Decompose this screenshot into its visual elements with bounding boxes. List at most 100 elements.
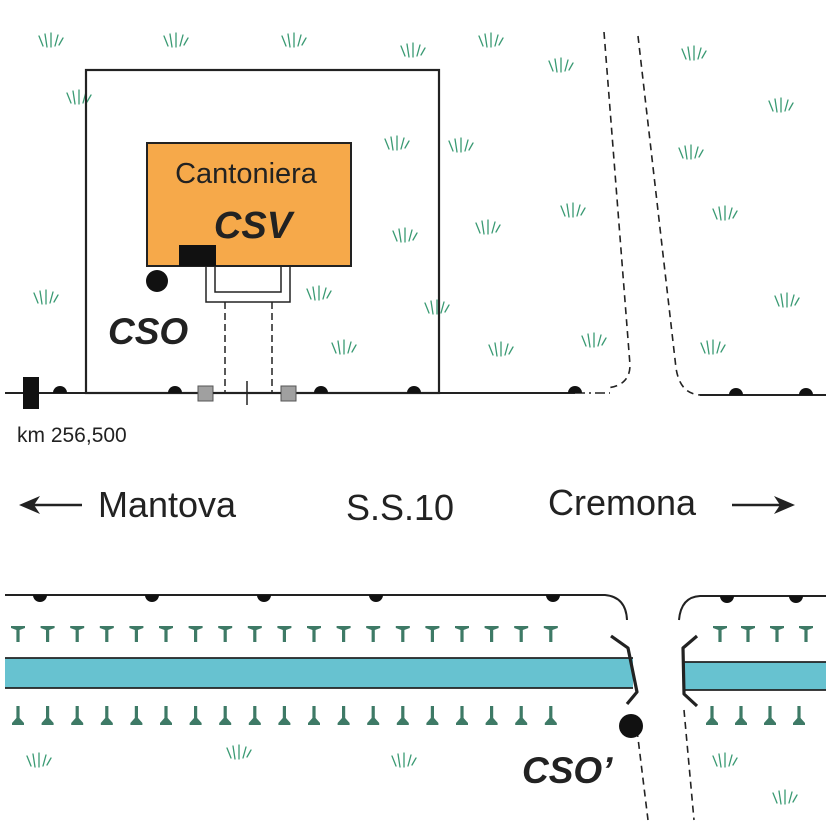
km-marker-label: km 256,500 bbox=[17, 424, 127, 447]
tree-icon bbox=[40, 626, 55, 642]
tree-icon bbox=[544, 706, 557, 725]
meter-box bbox=[179, 245, 216, 266]
grass-tuft-icon bbox=[548, 57, 574, 73]
building-name-label: Cantoniera bbox=[175, 158, 318, 190]
tree-icon bbox=[741, 626, 755, 642]
tree-icon bbox=[426, 706, 439, 725]
fence-post-icon bbox=[369, 595, 383, 602]
tree-icon bbox=[308, 706, 320, 725]
tree-icon bbox=[100, 706, 113, 725]
grass-tuft-icon bbox=[681, 45, 707, 61]
tree-icon bbox=[129, 626, 144, 642]
fence-post-icon bbox=[53, 386, 67, 393]
cso-marker bbox=[146, 270, 168, 292]
tree-icon bbox=[130, 706, 143, 725]
fence-post-icon bbox=[568, 386, 582, 393]
tree-icon bbox=[367, 706, 380, 725]
gate bbox=[197, 381, 297, 405]
tree-icon bbox=[278, 706, 291, 725]
grass-tuft-icon bbox=[392, 227, 418, 243]
grass-tuft-icon bbox=[581, 332, 607, 348]
canal bbox=[5, 657, 826, 691]
cso-prime-label: CSO’ bbox=[522, 750, 613, 791]
grass-tuft-icon bbox=[306, 285, 332, 301]
tree-icon bbox=[425, 626, 440, 642]
tree-icon bbox=[764, 706, 776, 725]
tree-icon bbox=[219, 706, 232, 725]
fence-post-icon bbox=[546, 595, 560, 602]
tree-icon bbox=[514, 626, 529, 642]
tree-icon bbox=[218, 626, 233, 642]
tree-icon bbox=[543, 626, 558, 642]
fence-post-icon bbox=[145, 595, 159, 602]
driveway bbox=[224, 302, 273, 393]
tree-icon bbox=[41, 706, 54, 725]
grass-tuft-icon bbox=[488, 341, 514, 357]
fence-post-icon bbox=[720, 596, 734, 603]
tree-icon bbox=[515, 706, 528, 725]
grass-tuft-icon bbox=[66, 89, 92, 105]
grass-tuft-icon bbox=[768, 97, 794, 113]
tree-icon bbox=[770, 626, 784, 642]
grass-tuft-icon bbox=[448, 137, 474, 153]
fence-post-icon bbox=[789, 596, 803, 603]
grass-tuft-icon bbox=[281, 32, 307, 48]
grass-tuft-icon bbox=[26, 752, 52, 768]
culvert bbox=[610, 634, 699, 708]
tree-icon bbox=[277, 626, 292, 642]
tree-icon bbox=[395, 626, 410, 642]
tree-icon bbox=[485, 706, 498, 725]
fence-post-icon bbox=[799, 388, 813, 395]
tree-icon bbox=[99, 626, 114, 642]
tree-icon bbox=[247, 626, 262, 642]
fence-post-icon bbox=[314, 386, 328, 393]
grass-tuft-icon bbox=[226, 744, 252, 760]
grass-tuft-icon bbox=[700, 339, 726, 355]
tree-icon bbox=[396, 706, 409, 725]
grass-tuft-icon bbox=[331, 339, 357, 355]
fence-post-icon bbox=[257, 595, 271, 602]
cso-label: CSO bbox=[108, 311, 188, 352]
grass-tuft-icon bbox=[678, 144, 704, 160]
road-edge-south bbox=[5, 594, 826, 621]
fence-posts-south bbox=[33, 595, 803, 603]
tree-icon bbox=[337, 706, 350, 725]
grass-tuft-icon bbox=[163, 32, 189, 48]
grass-tuft-icon bbox=[712, 752, 738, 768]
side-road bbox=[603, 31, 703, 396]
tree-icon bbox=[366, 626, 381, 642]
road-name-label: S.S.10 bbox=[346, 487, 454, 528]
tree-icon bbox=[336, 626, 351, 642]
tree-icon bbox=[248, 706, 261, 725]
grass-tuft-icon bbox=[774, 292, 800, 308]
grass-tuft-icon bbox=[400, 42, 426, 58]
tree-icon bbox=[188, 626, 203, 642]
grass-tuft-icon bbox=[475, 219, 501, 235]
side-road-south bbox=[636, 709, 695, 821]
tree-icon bbox=[735, 706, 747, 725]
tree-icon bbox=[799, 626, 813, 642]
grass-tuft-icon bbox=[391, 752, 417, 768]
tree-icon bbox=[11, 626, 25, 642]
fence-post-icon bbox=[729, 388, 743, 395]
grass-tuft-icon bbox=[384, 135, 410, 151]
tree-row-bottom bbox=[12, 706, 805, 725]
tree-icon bbox=[160, 706, 172, 725]
tree-icon bbox=[159, 626, 173, 642]
km-post bbox=[23, 377, 39, 409]
grass-tuft-icon bbox=[712, 205, 738, 221]
grass-tuft-icon bbox=[560, 202, 586, 218]
grass-tuft-icon bbox=[424, 299, 450, 315]
tree-icon bbox=[456, 706, 468, 725]
grass-tuft-icon bbox=[33, 289, 59, 305]
tree-icon bbox=[71, 706, 84, 725]
tree-icon bbox=[189, 706, 202, 725]
tree-icon bbox=[793, 706, 805, 725]
building-code-label: CSV bbox=[214, 205, 295, 247]
fence-post-icon bbox=[407, 386, 421, 393]
fence-post-icon bbox=[168, 386, 182, 393]
tree-icon bbox=[455, 626, 469, 642]
fence-posts-north bbox=[53, 386, 813, 395]
road-edge-north bbox=[5, 392, 826, 396]
